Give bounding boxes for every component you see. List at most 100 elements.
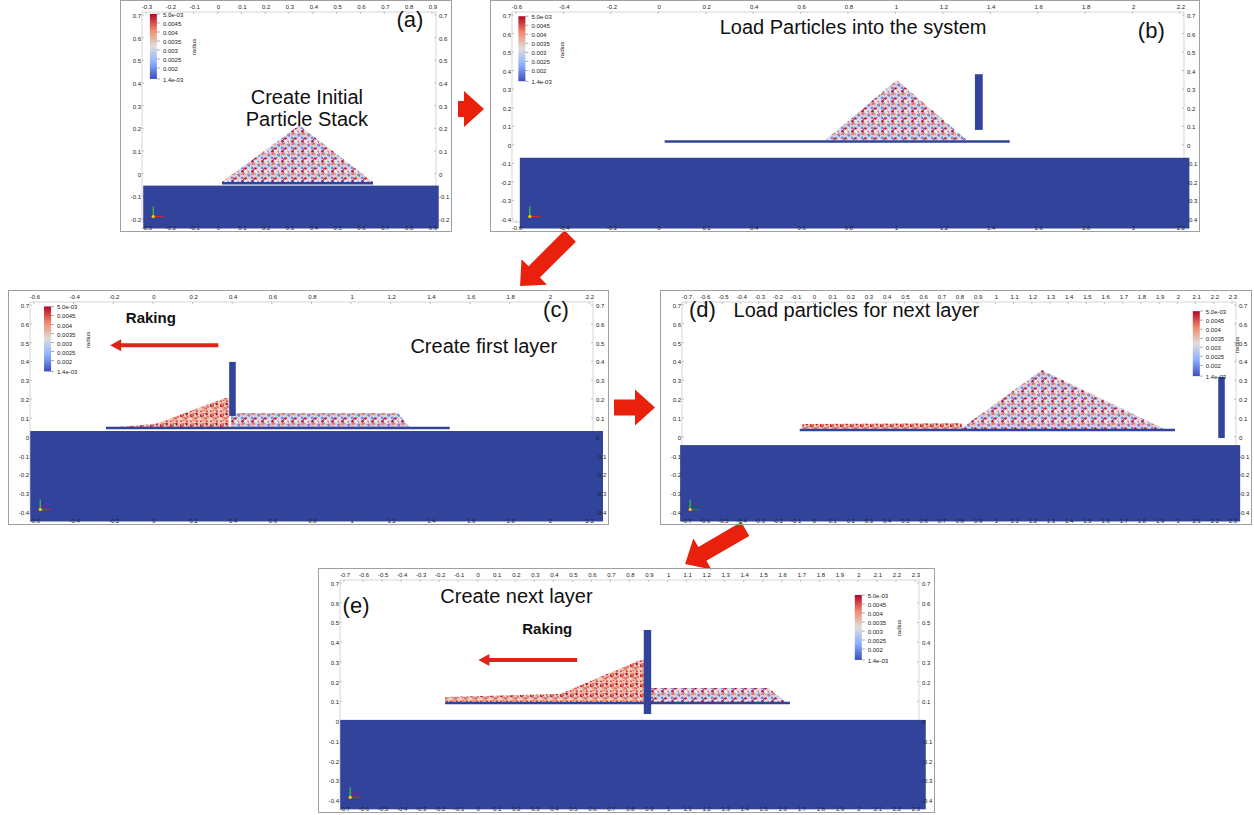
colorbar-value: 0.003 — [57, 340, 72, 347]
colorbar-tick — [51, 351, 54, 352]
y-tick-label: -0.1 — [439, 194, 449, 201]
x-tick-label: 2.2 — [586, 294, 594, 301]
y-tick-label: -0.2 — [439, 217, 449, 224]
x-tick-label: 2 — [1132, 225, 1135, 232]
y-tick-label: 0.5 — [133, 58, 141, 65]
x-tick-label: -0.3 — [416, 572, 426, 579]
x-tick-label: -0.5 — [378, 806, 388, 813]
raking-direction-arrow — [110, 339, 218, 351]
x-tick-label: -0.2 — [435, 572, 445, 579]
x-tick-label: 0.5 — [333, 225, 341, 232]
x-tick-label: 1.6 — [467, 294, 475, 301]
x-tick-label: 1 — [995, 294, 998, 301]
x-tick-label: 1.9 — [1156, 518, 1164, 525]
colorbar-value: 0.0045 — [868, 602, 886, 609]
y-tick-label: -0.3 — [1239, 491, 1249, 498]
panel-illustration — [340, 580, 926, 809]
x-tick-label: -0.5 — [378, 572, 388, 579]
x-tick-label: 0.2 — [189, 518, 197, 525]
panel-illustration — [512, 12, 1189, 229]
orientation-gizmo — [528, 207, 540, 219]
base-plate — [800, 429, 1175, 432]
y-tick-label: -0.4 — [671, 510, 681, 517]
x-tick-label: 2.3 — [1229, 518, 1237, 525]
x-tick-label: 2.3 — [1229, 294, 1237, 301]
x-tick-label: -0.3 — [142, 225, 152, 232]
x-tick-label: 0.5 — [901, 518, 909, 525]
colorbar-tick — [1200, 329, 1203, 330]
y-tick-label: 0.7 — [331, 581, 339, 588]
x-tick-label: -0.4 — [736, 518, 746, 525]
x-tick-label: 1.1 — [1010, 518, 1018, 525]
x-tick-label: -0.2 — [607, 225, 617, 232]
x-tick-label: 1.1 — [1010, 294, 1018, 301]
colorbar — [1193, 311, 1200, 376]
x-tick-label: 2.2 — [893, 572, 901, 579]
x-tick-label: 1.3 — [721, 572, 729, 579]
y-tick-label: 0.2 — [331, 679, 339, 686]
colorbar-value: 5.0e-03 — [531, 14, 551, 21]
y-tick-label: -0.3 — [671, 491, 681, 498]
x-tick-label: -0.2 — [607, 4, 617, 11]
y-tick-label: -0.1 — [922, 739, 932, 746]
colorbar-value: 0.0045 — [163, 21, 181, 28]
x-tick-label: 0.2 — [512, 572, 520, 579]
x-tick-label: 0.4 — [229, 294, 237, 301]
y-tick-label: 0.5 — [21, 340, 29, 347]
x-tick-label: -0.5 — [718, 518, 728, 525]
x-tick-label: -0.7 — [340, 806, 350, 813]
x-tick-label: 0 — [477, 806, 480, 813]
x-tick-label: 1.9 — [836, 806, 844, 813]
base-plate — [445, 702, 790, 705]
y-tick-label: -0.2 — [19, 472, 29, 479]
y-tick-label: 0.6 — [503, 31, 511, 38]
x-tick-label: 0.9 — [645, 572, 653, 579]
y-tick-label: -0.1 — [19, 453, 29, 460]
colorbar-value: 0.0035 — [163, 39, 181, 46]
x-tick-label: 0.8 — [956, 294, 964, 301]
y-tick-label: 0.6 — [922, 600, 930, 607]
x-tick-label: 1.2 — [940, 4, 948, 11]
x-tick-label: 0.1 — [828, 518, 836, 525]
colorbar-value: 0.002 — [1206, 363, 1221, 370]
panel-box: (e)Create next layerRaking5.0e-030.00450… — [318, 568, 935, 813]
y-tick-label: -0.2 — [131, 217, 141, 224]
panel-box: (c)Create first layerRaking5.0e-030.0045… — [8, 290, 609, 525]
x-tick-label: 1.4 — [741, 806, 749, 813]
colorbar-tick — [157, 59, 160, 60]
x-tick-label: 0.4 — [229, 518, 237, 525]
y-tick-label: 0.6 — [673, 322, 681, 329]
x-tick-label: 0.7 — [607, 572, 615, 579]
colorbar-tick — [1200, 320, 1203, 321]
x-tick-label: 2.2 — [1177, 225, 1185, 232]
x-tick-label: 2.3 — [912, 806, 920, 813]
y-tick-label: 0.5 — [596, 340, 604, 347]
y-tick-label: -0.1 — [131, 194, 141, 201]
y-tick-label: -0.2 — [596, 472, 606, 479]
x-tick-label: 0.8 — [405, 4, 413, 11]
x-tick-label: 0 — [477, 572, 480, 579]
x-tick-label: 0 — [217, 225, 220, 232]
y-tick-label: 0 — [439, 171, 442, 178]
base-plate — [106, 427, 450, 430]
x-tick-label: -0.3 — [755, 294, 765, 301]
y-tick-label: 0.4 — [673, 359, 681, 366]
y-tick-label: 0.6 — [133, 35, 141, 42]
step-title: Load Particles into the system — [688, 16, 1018, 38]
x-tick-label: 0.2 — [703, 4, 711, 11]
x-tick-label: -0.2 — [773, 294, 783, 301]
x-tick-label: 1.3 — [1047, 518, 1055, 525]
x-tick-label: 1.8 — [507, 518, 515, 525]
x-tick-label: 1.4 — [1065, 294, 1073, 301]
y-tick-label: 0.2 — [133, 126, 141, 133]
x-tick-label: 0.4 — [750, 225, 758, 232]
colorbar — [518, 16, 525, 81]
colorbar-value: 5.0e-03 — [868, 593, 888, 600]
x-tick-label: 0.8 — [308, 518, 316, 525]
x-tick-label: 1.8 — [817, 806, 825, 813]
colorbar-value: 1.4e-03 — [531, 79, 551, 86]
x-tick-label: 0 — [658, 4, 661, 11]
colorbar-value: 0.003 — [1206, 345, 1221, 352]
step-arrow — [685, 522, 749, 569]
colorbar-value: 0.004 — [57, 322, 72, 329]
